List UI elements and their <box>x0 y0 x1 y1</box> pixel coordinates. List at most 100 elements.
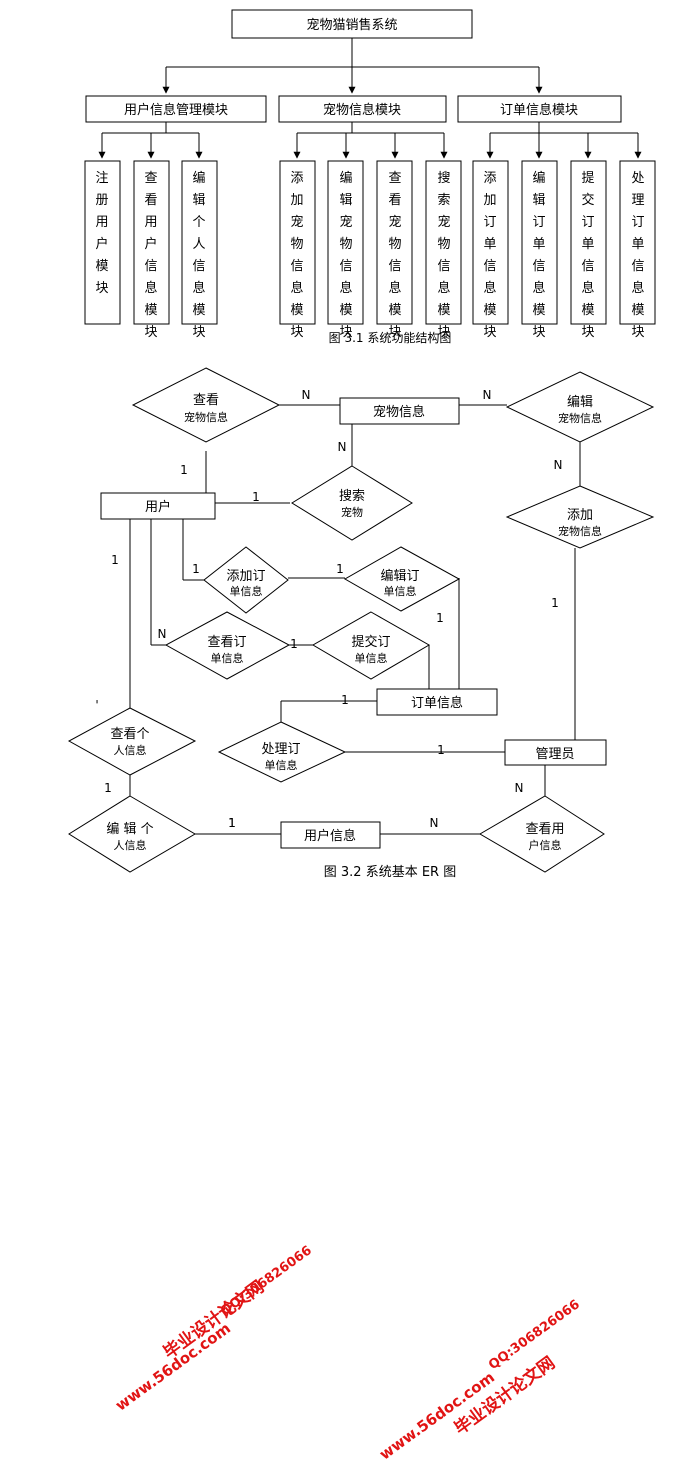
relation-label: 宠物信息 <box>184 410 228 424</box>
relation-label: 人信息 <box>114 743 147 757</box>
cardinality: 1 <box>336 562 344 576</box>
relation-view-users <box>479 795 605 873</box>
leaf-box <box>327 160 364 325</box>
relation-label: 查看 <box>193 392 219 408</box>
relation-view-pet <box>131 367 281 443</box>
relation-view-order <box>164 611 291 680</box>
relation-view-self <box>67 707 197 776</box>
relation-label: 单信息 <box>265 758 298 772</box>
relation-label: 宠物信息 <box>558 524 602 538</box>
leaf-label: 搜索宠物信息模块 <box>437 171 450 340</box>
relation-search-pet <box>291 465 413 541</box>
cardinality: 1 <box>341 693 349 707</box>
module-label-user: 用户信息管理模块 <box>124 102 228 118</box>
module-label-order: 订单信息模块 <box>500 102 578 118</box>
leaf-box <box>425 160 462 325</box>
cardinality: 1 <box>228 816 236 830</box>
cardinality: 1 <box>111 553 119 567</box>
diagram-stage: 宠物猫销售系统 用户信息管理模块 宠物信息模块 订单信息模块 图 3.1 系统功… <box>67 9 656 1464</box>
stray-mark: ' <box>95 698 98 712</box>
leaf-box <box>376 160 413 325</box>
relation-label: 单信息 <box>211 651 244 665</box>
leaf-label: 查看宠物信息模块 <box>388 171 401 340</box>
root-label: 宠物猫销售系统 <box>306 17 397 33</box>
relation-label: 查看订 <box>207 634 246 650</box>
leaf-labels: 注册用户模块 查看用户信息模块 编辑个人信息模块 添加宠物信息模块 编辑宠物信息模块 查看… <box>95 170 644 340</box>
relation-submit-order <box>312 611 430 680</box>
er-diagram <box>67 367 655 873</box>
relation-edit-order <box>343 546 461 612</box>
relation-label: 提交订 <box>351 634 390 650</box>
leaf-box <box>570 160 607 325</box>
cardinality: 1 <box>252 490 260 504</box>
relation-label: 处理订 <box>261 742 300 757</box>
cardinality: 1 <box>551 596 559 610</box>
leaf-label: 处理订单信息模块 <box>631 171 644 340</box>
relation-label: 编辑订 <box>380 569 419 584</box>
function-structure-chart <box>84 9 656 325</box>
cardinality: N <box>338 440 347 454</box>
leaf-box <box>84 160 121 325</box>
relation-label: 查看用 <box>525 821 564 837</box>
leaf-label: 提交订单信息模块 <box>581 170 594 340</box>
entity-admin <box>504 739 607 766</box>
entity-label-user: 用户 <box>145 499 171 515</box>
leaf-label: 添加订单信息模块 <box>483 171 496 340</box>
relation-edit-self <box>68 795 196 873</box>
leaf-label: 添加宠物信息模块 <box>290 171 303 340</box>
entity-user <box>100 492 216 520</box>
cardinality: N <box>158 627 167 641</box>
relation-add-pet <box>505 485 655 549</box>
module-label-pet: 宠物信息模块 <box>323 102 401 118</box>
cardinality: 1 <box>180 463 188 477</box>
leaf-box <box>472 160 509 325</box>
entity-label-order: 订单信息 <box>411 695 463 711</box>
entity-label-pet: 宠物信息 <box>373 404 425 420</box>
relation-process-order <box>217 721 347 783</box>
leaf-label: 编辑宠物信息模块 <box>339 171 352 340</box>
relation-label: 编辑 <box>567 395 593 410</box>
relation-label: 添加 <box>567 508 593 523</box>
cardinality: 1 <box>437 743 445 757</box>
relation-add-order <box>203 546 289 614</box>
entity-label-userinfo: 用户信息 <box>304 828 356 844</box>
entity-userinfo <box>280 821 381 849</box>
relation-label: 户信息 <box>529 838 562 852</box>
leaf-label: 查看用户信息模块 <box>144 171 157 340</box>
cardinality: N <box>430 816 439 830</box>
relation-label: 搜索 <box>339 489 365 504</box>
relation-label: 添加订 <box>226 569 265 584</box>
leaf-label: 编辑个人信息模块 <box>192 171 205 340</box>
entity-pet <box>339 397 460 425</box>
cardinality: N <box>515 781 524 795</box>
module-box-pet <box>278 95 447 123</box>
relation-label: 单信息 <box>384 584 417 598</box>
relation-edit-pet <box>505 371 655 443</box>
cardinality: N <box>483 388 492 402</box>
leaf-box <box>133 160 170 325</box>
leaf-box <box>521 160 558 325</box>
leaf-label: 注册用户模块 <box>95 171 108 296</box>
leaf-box <box>619 160 656 325</box>
figure-caption-3-2: 图 3.2 系统基本 ER 图 <box>324 865 456 880</box>
leaf-box <box>279 160 316 325</box>
entity-order <box>376 688 498 716</box>
cardinality: 1 <box>104 781 112 795</box>
relation-label: 查看个 <box>110 726 149 742</box>
leaf-label: 编辑订单信息模块 <box>532 171 545 340</box>
relation-label: 单信息 <box>230 584 263 598</box>
leaf-box <box>181 160 218 325</box>
relation-label: 人信息 <box>114 838 147 852</box>
relation-label: 宠物 <box>341 505 363 519</box>
relation-label: 宠物信息 <box>558 411 602 425</box>
cardinality: 1 <box>228 816 236 830</box>
figure-caption-3-1: 图 3.1 系统功能结构图 <box>329 330 452 345</box>
relation-label: 单信息 <box>355 651 388 665</box>
relation-label: 编 辑 个 <box>106 822 153 837</box>
cardinality: N <box>554 458 563 472</box>
cardinality: 1 <box>436 611 444 625</box>
diagram-canvas: 宠物猫销售系统 用户信息管理模块 宠物信息模块 订单信息模块 图 3.1 系统功… <box>67 9 656 880</box>
cardinality: N <box>302 388 311 402</box>
cardinality: 1 <box>290 637 298 651</box>
module-box-user <box>85 95 267 123</box>
